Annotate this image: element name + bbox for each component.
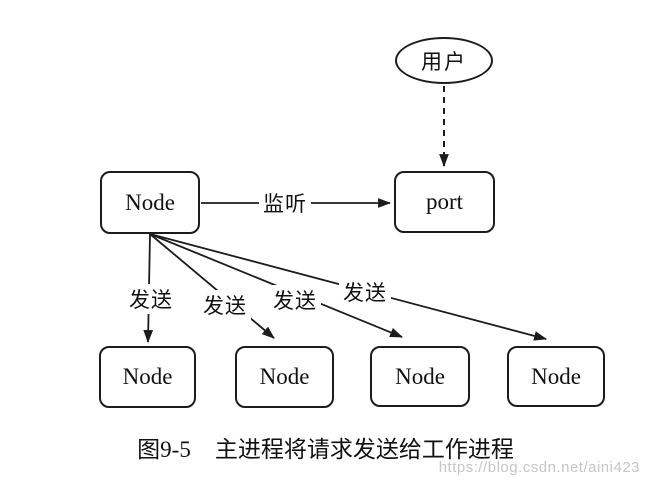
- worker-node-label: Node: [122, 364, 173, 389]
- worker-node-box-2: Node: [235, 346, 334, 408]
- worker-node-box-1: Node: [99, 346, 196, 408]
- send-label-3: 发送: [269, 285, 321, 315]
- worker-node-box-3: Node: [370, 346, 470, 407]
- worker-node-label: Node: [531, 363, 581, 389]
- watermark-url: https://blog.csdn.net/aini423: [438, 459, 640, 476]
- main-node-label: Node: [125, 189, 175, 215]
- main-node-box: Node: [100, 171, 200, 234]
- user-label: 用户: [421, 49, 467, 74]
- send-label-1: 发送: [125, 284, 177, 314]
- worker-node-label: Node: [259, 364, 310, 389]
- user-ellipse: 用户: [395, 37, 493, 84]
- port-box: port: [394, 171, 495, 233]
- send-label-4: 发送: [339, 277, 391, 307]
- port-label: port: [425, 189, 464, 214]
- figure-title: 主进程将请求发送给工作进程: [214, 437, 514, 462]
- figure-caption: 图9-5 主进程将请求发送给工作进程: [0, 430, 651, 464]
- send-arrow-2: [149, 233, 275, 339]
- figure-number: 图9-5: [137, 437, 191, 462]
- send-label-2: 发送: [199, 290, 251, 320]
- listen-label: 监听: [259, 188, 311, 218]
- worker-node-label: Node: [395, 363, 445, 389]
- worker-node-box-4: Node: [507, 346, 605, 407]
